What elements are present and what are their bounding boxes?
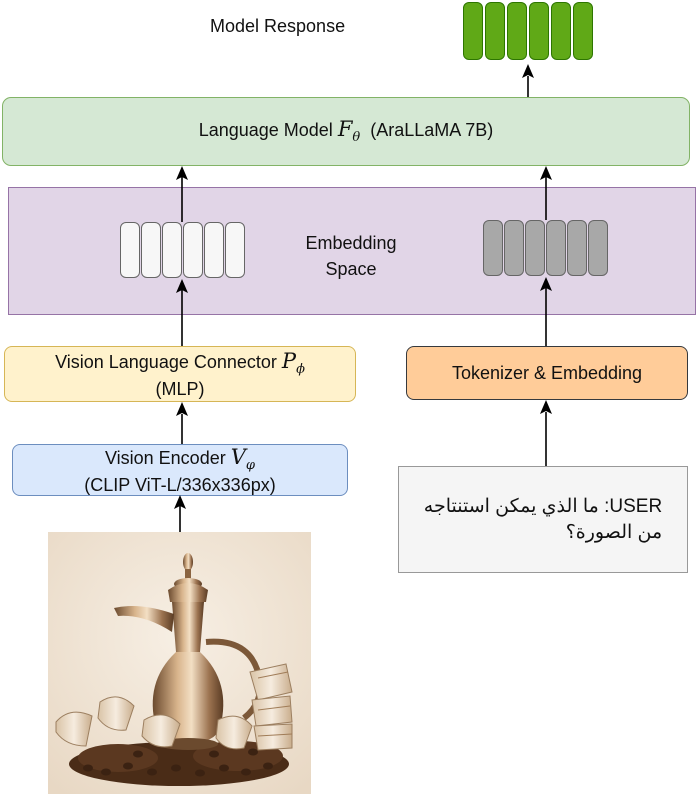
text-token <box>504 220 524 276</box>
input-image <box>48 532 311 794</box>
embedding-space-label: Embedding Space <box>305 233 397 279</box>
text-token <box>588 220 608 276</box>
image-token <box>162 222 182 278</box>
image-token <box>225 222 245 278</box>
tokenizer-label: Tokenizer & Embedding <box>451 362 643 383</box>
response-token <box>485 2 505 60</box>
response-token <box>573 2 593 60</box>
text-token <box>567 220 587 276</box>
v-varphi-symbol: Vφ <box>230 444 256 473</box>
coffee-beans <box>69 741 289 786</box>
language-model-box: Language Model Fθ (AraLLaMA 7B) <box>2 97 690 166</box>
language-model-label: Language Model Fθ (AraLLaMA 7B) <box>198 117 494 146</box>
text-token <box>525 220 545 276</box>
coffee-cups <box>55 663 293 751</box>
text-token <box>546 220 566 276</box>
response-token <box>551 2 571 60</box>
vision-encoder-title: Vision Encoder Vφ <box>104 444 256 473</box>
user-prompt-box: USER: ما الذي يمكن استنتاجه من الصورة؟ <box>398 466 688 573</box>
response-token <box>529 2 549 60</box>
response-token <box>463 2 483 60</box>
model-response-label: Model Response <box>210 16 346 36</box>
user-prompt-line-1: USER: ما الذي يمكن استنتاجه <box>423 495 663 517</box>
response-token <box>507 2 527 60</box>
image-token <box>120 222 140 278</box>
vision-encoder-box: Vision Encoder Vφ (CLIP ViT-L/336x336px) <box>12 444 348 496</box>
text-token <box>483 220 503 276</box>
vision-encoder-subtitle: (CLIP ViT-L/336x336px) <box>84 474 276 495</box>
image-token <box>204 222 224 278</box>
connector-title: Vision Language Connector Pϕ <box>55 348 305 377</box>
image-token <box>141 222 161 278</box>
p-phi-symbol: Pϕ <box>281 348 305 377</box>
vision-language-connector-box: Vision Language Connector Pϕ (MLP) <box>4 346 356 402</box>
user-prompt-line-2: من الصورة؟ <box>565 521 663 543</box>
image-token <box>183 222 203 278</box>
f-theta-symbol: Fθ <box>337 117 361 146</box>
connector-subtitle: (MLP) <box>155 378 205 399</box>
tokenizer-embedding-box: Tokenizer & Embedding <box>406 346 688 400</box>
